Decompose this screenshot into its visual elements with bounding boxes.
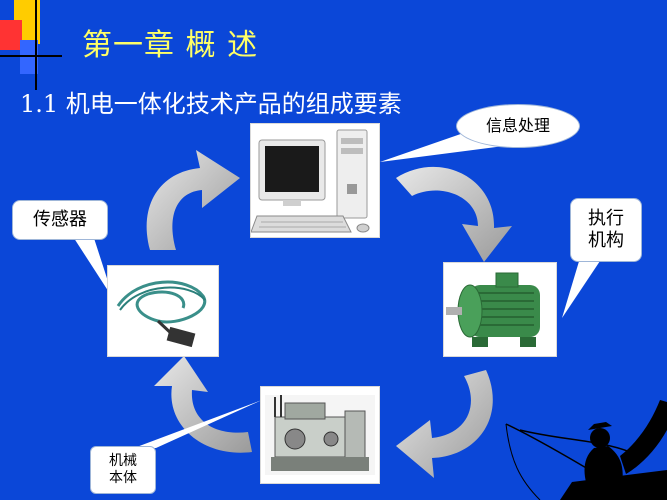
callout-sensor: 传感器: [12, 200, 108, 240]
sensor-image: [107, 265, 219, 357]
slide-title: 第一章 概 述: [82, 28, 259, 63]
motor-image: [443, 262, 557, 357]
arrow-motor-to-machine-icon: [396, 370, 493, 478]
callout-info-processing: 信息处理: [456, 104, 580, 148]
sensor-cable-icon: [116, 280, 207, 348]
callout-actuator: 执行机构: [570, 198, 642, 262]
electric-motor-icon: [446, 272, 540, 347]
arrow-sensor-to-computer-icon: [146, 150, 240, 250]
computer-image: [250, 123, 380, 238]
arrow-machine-to-sensor-icon: [154, 356, 252, 453]
section-subtitle: 1.1 机电一体化技术产品的组成要素: [20, 90, 402, 118]
machine-image: [260, 386, 380, 484]
callout-mechanical-body: 机械本体: [90, 446, 156, 494]
computer-icon: [250, 129, 370, 233]
arrow-computer-to-motor-icon: [396, 166, 512, 262]
machine-tool-icon: [265, 395, 375, 475]
